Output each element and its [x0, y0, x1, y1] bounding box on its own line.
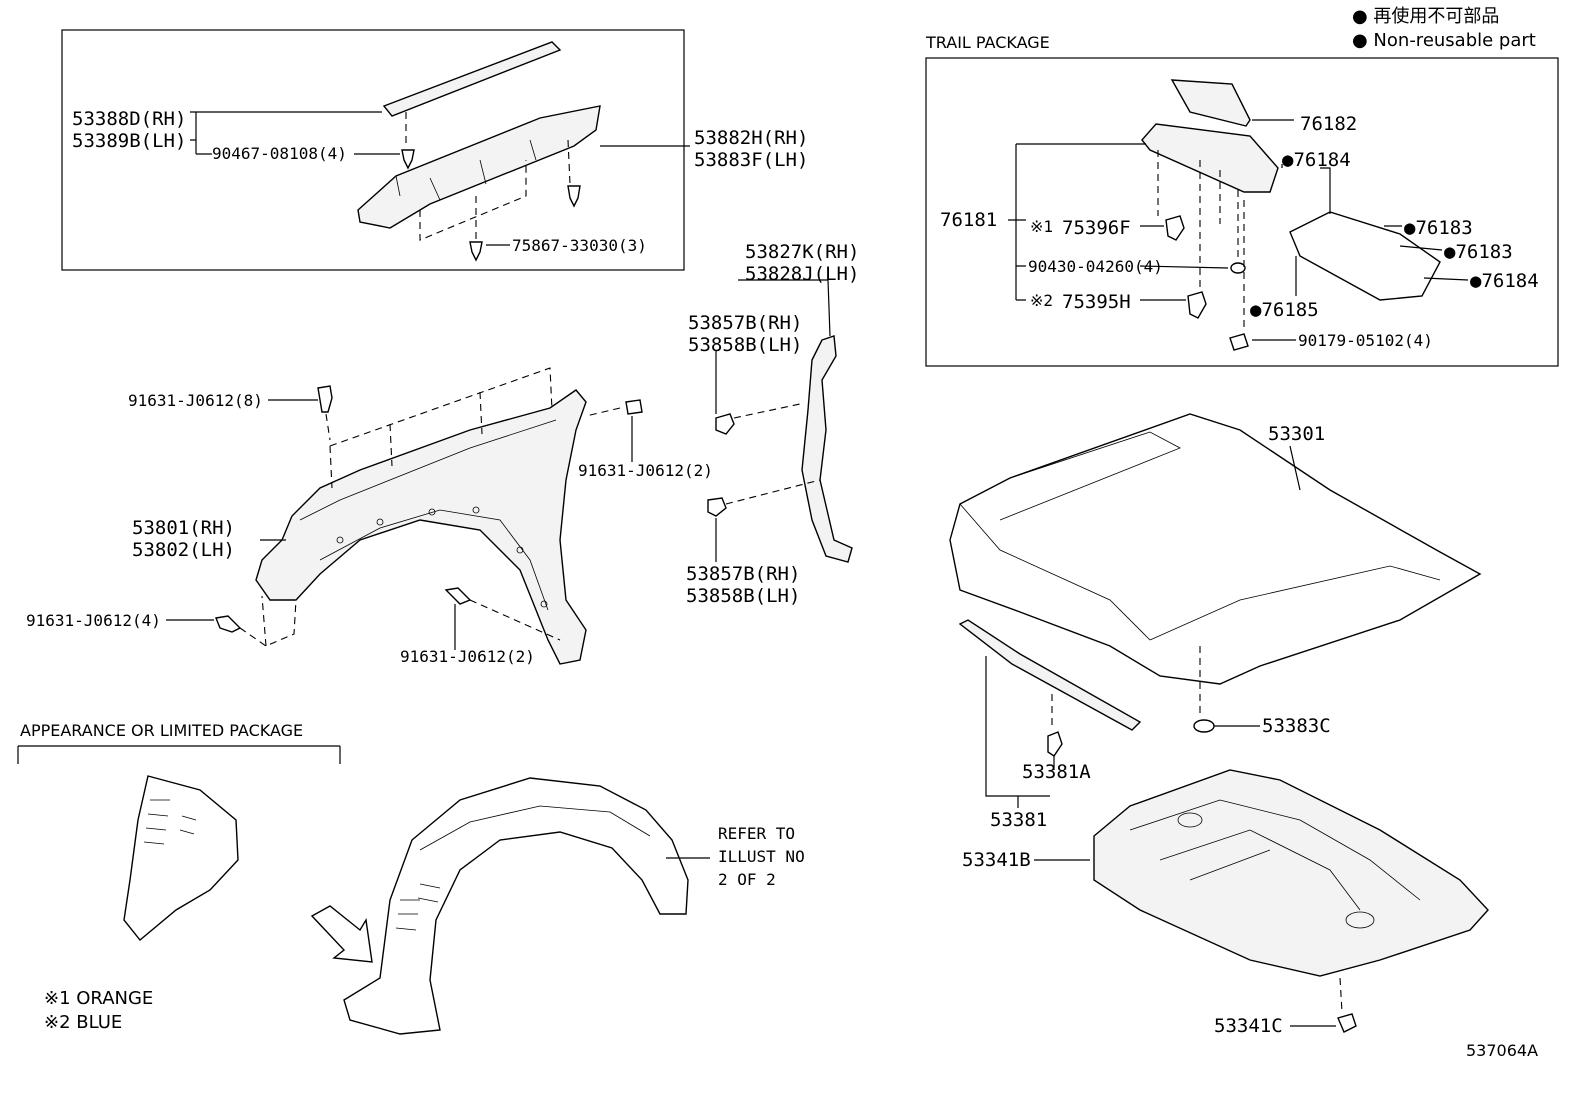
front-direction-arrow-icon	[310, 905, 373, 963]
label-53828j: 53828J(LH)	[745, 263, 859, 285]
front-fender-part	[255, 389, 587, 665]
color-note-blue: ※2 BLUE	[44, 1012, 122, 1033]
label-76185: ●76185	[1250, 299, 1319, 321]
clip-75867-right-icon	[567, 185, 581, 208]
scoop-gasket-part	[1289, 211, 1441, 301]
refer-note-line3: 2 OF 2	[718, 870, 776, 889]
label-90467-08108: 90467-08108(4)	[212, 144, 347, 163]
bolt-8-icon	[317, 385, 333, 413]
clip-75396f-icon	[1165, 215, 1185, 241]
label-91631-2a: 91631-J0612(2)	[578, 461, 713, 480]
color-note-orange: ※1 ORANGE	[44, 988, 153, 1009]
bolt-2a-icon	[625, 399, 643, 415]
label-90179-05102: 90179-05102(4)	[1298, 331, 1433, 350]
label-53341b: 53341B	[962, 849, 1031, 871]
nut-90179-icon	[1229, 333, 1249, 351]
bolt-4-icon	[215, 615, 242, 633]
label-53827k: 53827K(RH)	[745, 241, 859, 263]
label-53388d: 53388D(RH)	[72, 108, 186, 130]
hood-scoop-seal-part	[1170, 79, 1251, 127]
cowl-seal-group-frame	[61, 29, 685, 271]
legend-japanese: ● 再使用不可部品	[1352, 6, 1499, 27]
hood-front-seal-part	[958, 619, 1142, 731]
hood-insulator-part	[1093, 769, 1489, 977]
label-53341c: 53341C	[1214, 1015, 1283, 1037]
clip-53341c-icon	[1337, 1013, 1357, 1033]
label-90430-04260: 90430-04260(4)	[1028, 257, 1163, 276]
legend-non-reusable: ● Non-reusable part	[1352, 30, 1536, 51]
label-53801: 53801(RH)	[132, 517, 235, 539]
label-76183a: ●76183	[1404, 217, 1473, 239]
label-53802: 53802(LH)	[132, 539, 235, 561]
hood-cushion-icon	[1193, 719, 1215, 733]
clip-90467-icon	[401, 149, 415, 170]
label-76184b: ●76184	[1470, 270, 1539, 292]
label-53389b: 53389B(LH)	[72, 130, 186, 152]
appearance-package-bracket	[17, 745, 341, 764]
clip-53381a-icon	[1047, 731, 1063, 757]
mark-75395h: ※2	[1030, 291, 1053, 310]
hood-panel-part	[949, 413, 1482, 685]
fender-liner-part	[343, 777, 689, 1035]
label-53381: 53381	[990, 809, 1047, 831]
bolt-2b-icon	[444, 587, 472, 605]
nut-90430-icon	[1230, 262, 1246, 274]
label-76182: 76182	[1300, 113, 1357, 135]
label-53857b-b: 53857B(RH)	[686, 563, 800, 585]
label-53857b-a: 53857B(RH)	[688, 312, 802, 334]
label-76184a: ●76184	[1282, 149, 1351, 171]
trail-package-frame	[925, 57, 1559, 367]
appearance-package-header: APPEARANCE OR LIMITED PACKAGE	[20, 721, 303, 740]
fender-seal-part	[801, 335, 853, 563]
hood-scoop-part	[1141, 123, 1279, 193]
refer-note-line1: REFER TO	[718, 824, 795, 843]
label-53883f: 53883F(LH)	[694, 149, 808, 171]
cowl-side-panel-part	[357, 105, 601, 229]
label-75396f: 75396F	[1062, 217, 1131, 239]
clip-53857b-upper-icon	[715, 413, 735, 435]
clip-75867-icon	[469, 241, 483, 262]
label-91631-8: 91631-J0612(8)	[128, 391, 263, 410]
label-76183b: ●76183	[1444, 241, 1513, 263]
label-53858b-a: 53858B(LH)	[688, 334, 802, 356]
clip-75395h-icon	[1187, 291, 1207, 319]
illustration-id: 537064A	[1466, 1041, 1538, 1060]
label-76181: 76181	[940, 209, 997, 231]
label-91631-4: 91631-J0612(4)	[26, 611, 161, 630]
label-53301: 53301	[1268, 423, 1325, 445]
label-75395h: 75395H	[1062, 291, 1131, 313]
trail-package-header: TRAIL PACKAGE	[925, 33, 1050, 52]
appearance-liner-part	[123, 775, 239, 941]
refer-note-line2: ILLUST NO	[718, 847, 805, 866]
mark-75396f: ※1	[1030, 217, 1053, 236]
label-53383c: 53383C	[1262, 715, 1331, 737]
label-53858b-b: 53858B(LH)	[686, 585, 800, 607]
hood-seal-strip-part	[382, 41, 562, 117]
label-75867-33030: 75867-33030(3)	[512, 236, 647, 255]
clip-53857b-lower-icon	[707, 497, 727, 517]
label-91631-2b: 91631-J0612(2)	[400, 647, 535, 666]
label-53882h: 53882H(RH)	[694, 127, 808, 149]
label-53381a: 53381A	[1022, 761, 1091, 783]
